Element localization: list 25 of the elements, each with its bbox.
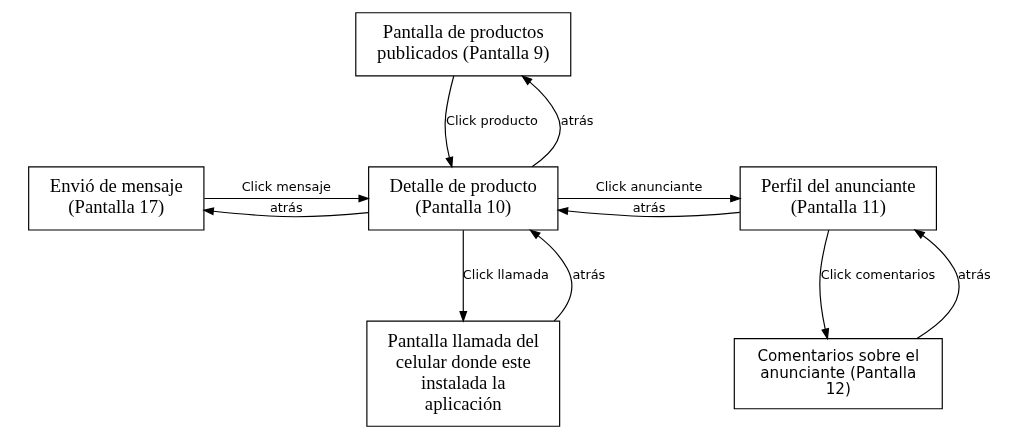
arrow (528, 229, 572, 322)
edge-label: atrás (560, 112, 594, 128)
edge-label: Click anunciante (595, 179, 702, 195)
arrow (912, 229, 959, 340)
node-box: Pantalla llamada del celular donde este instalada la aplicación (365, 320, 560, 427)
arrow (520, 75, 561, 168)
edge-label: Click mensaje (241, 179, 331, 195)
node-box: Perfil del anunciante (Pantalla 11) (739, 166, 937, 231)
edge-label: atrás (957, 266, 991, 282)
arrow (458, 229, 467, 323)
edge-label: Click producto (445, 112, 538, 128)
arrow (201, 207, 369, 218)
arrow (556, 194, 742, 203)
node-box: Comentarios sobre el anunciante (Pantalla 12) (733, 338, 943, 410)
arrow (555, 206, 740, 218)
arrow (818, 229, 829, 341)
arrow (203, 194, 370, 203)
node-box: Envió de mensaje (Pantalla 17) (27, 166, 204, 231)
arrow (444, 75, 454, 169)
node-box: Detalle de producto (Pantalla 10) (367, 166, 558, 231)
edge-label: Click comentarios (820, 266, 935, 282)
node-box: Pantalla de productos publicados (Pantalla 9) (354, 12, 571, 77)
edge-label: atrás (571, 266, 605, 282)
edge-label: atrás (269, 200, 303, 216)
edge-label: atrás (632, 200, 665, 216)
